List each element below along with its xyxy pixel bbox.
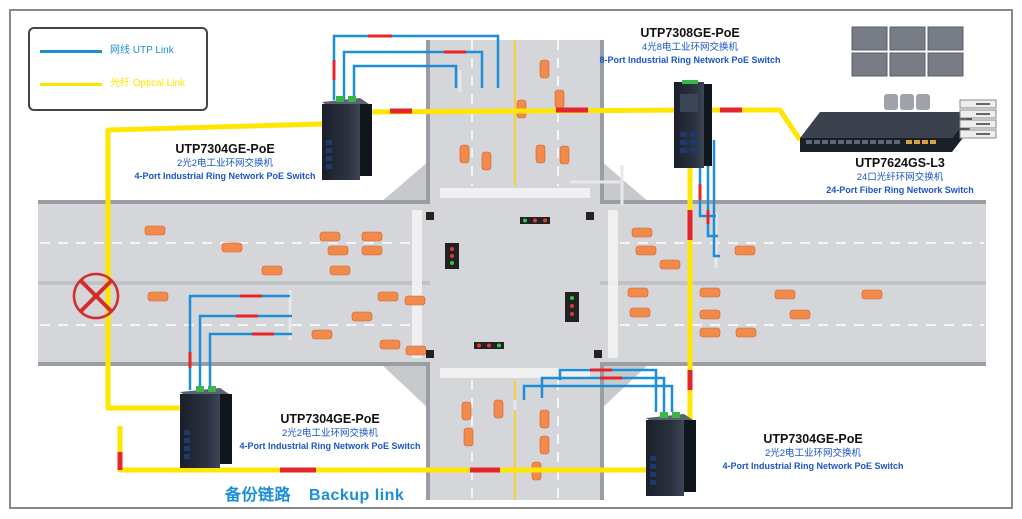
device-model: UTP7304GE-PoE [280,412,380,426]
device-cn-desc: 2光2电工业环网交换机 [281,428,379,439]
legend-utp-swatch [40,50,102,53]
legend-optical-swatch [40,83,102,86]
device-cn-desc: 2光2电工业环网交换机 [764,448,862,459]
road-network [38,40,986,500]
device-label-top-right: UTP7308GE-PoE 4光8电工业环网交换机 8-Port Industr… [590,26,790,66]
device-en-desc: 4-Port Industrial Ring Network PoE Switc… [134,171,316,181]
backup-link-en: Backup link [309,487,405,504]
device-model: UTP7304GE-PoE [175,142,275,156]
switch-icon-bottom-right [646,412,696,496]
server-rack-icon [959,99,997,139]
device-cn-desc: 2光2电工业环网交换机 [176,158,274,169]
backup-link-caption: 备份链路 Backup link [225,481,422,505]
device-label-bottom-left: UTP7304GE-PoE 2光2电工业环网交换机 4-Port Industr… [225,412,435,452]
device-cn-desc: 4光8电工业环网交换机 [641,42,739,53]
switch-icon-bottom-left [180,386,232,468]
legend-item-optical: 光纤 Optical Link [40,77,200,91]
device-label-top-left: UTP7304GE-PoE 2光2电工业环网交换机 4-Port Industr… [120,142,330,182]
diagram-frame [9,9,1013,509]
device-model: UTP7304GE-PoE [763,432,863,446]
car-icon [144,59,883,481]
backup-link-cn: 备份链路 [225,487,292,504]
core-switch-icon [800,112,972,152]
switch-icon-top-right [674,80,712,168]
legend-optical-label: 光纤 Optical Link [110,78,186,89]
device-label-bottom-right: UTP7304GE-PoE 2光2电工业环网交换机 4-Port Industr… [708,432,918,472]
video-wall-icon [851,26,964,110]
device-en-desc: 4-Port Industrial Ring Network PoE Switc… [239,441,421,451]
device-label-core: UTP7624GS-L3 24口光纤环网交换机 24-Port Fiber Ri… [800,156,1000,196]
device-en-desc: 8-Port Industrial Ring Network PoE Switc… [599,55,781,65]
legend-utp-label: 网线 UTP Link [110,45,174,56]
fault-x-icon [72,272,120,320]
legend: 网线 UTP Link 光纤 Optical Link [28,27,208,111]
device-cn-desc: 24口光纤环网交换机 [856,172,944,183]
legend-item-utp: 网线 UTP Link [40,44,200,58]
switch-icon-top-left [322,96,372,180]
device-en-desc: 4-Port Industrial Ring Network PoE Switc… [722,461,904,471]
device-model: UTP7308GE-PoE [640,26,740,40]
device-model: UTP7624GS-L3 [855,156,945,170]
device-en-desc: 24-Port Fiber Ring Network Switch [826,185,974,195]
traffic-light-icon [426,212,602,358]
